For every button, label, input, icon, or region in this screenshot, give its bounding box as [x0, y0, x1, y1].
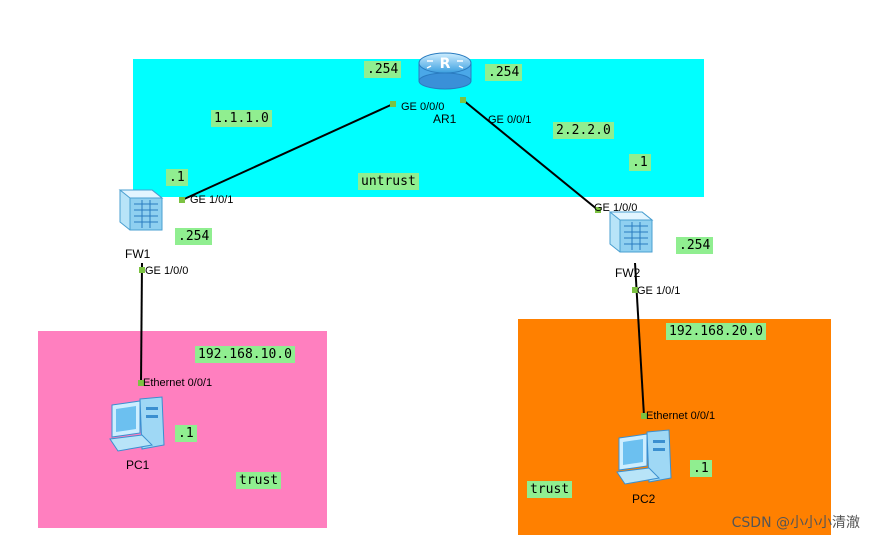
fw2-down-ip-tag: .254	[676, 237, 714, 254]
fw2-port-ge101: GE 1/0/1	[637, 285, 681, 297]
trust-label-left: trust	[236, 472, 282, 489]
port-dot	[179, 197, 185, 203]
svg-text:R: R	[440, 56, 451, 72]
watermark: CSDN @小小小清澈	[731, 515, 860, 531]
pc2-label: PC2	[632, 492, 656, 506]
ar1-label: AR1	[433, 112, 457, 126]
link-fw1-pc1	[140, 262, 143, 384]
untrust-label: untrust	[358, 173, 419, 190]
lan2-tag: 192.168.20.0	[666, 323, 766, 340]
pc1-port-eth: Ethernet 0/0/1	[143, 377, 213, 389]
fw1-port-ge100: GE 1/0/0	[145, 265, 189, 277]
port-dot	[139, 267, 145, 273]
network-tag-1: 1.1.1.0	[211, 110, 272, 127]
firewall-icon[interactable]	[602, 208, 654, 265]
ar1-port-ge000: GE 0/0/0	[401, 101, 445, 113]
fw1-up-ip-tag: .1	[166, 169, 188, 186]
pc2-port-eth: Ethernet 0/0/1	[646, 410, 716, 422]
ar1-port-ge001: GE 0/0/1	[488, 114, 532, 126]
port-dot	[138, 380, 144, 386]
fw2-port-ge100: GE 1/0/0	[594, 202, 638, 214]
port-dot	[632, 287, 638, 293]
network-tag-2: 2.2.2.0	[553, 122, 614, 139]
fw2-up-ip-tag: .1	[629, 154, 651, 171]
pc1-label: PC1	[126, 458, 150, 472]
fw1-port-ge101: GE 1/0/1	[190, 194, 234, 206]
port-dot	[460, 97, 466, 103]
router-icon[interactable]: R	[417, 51, 473, 96]
fw1-label: FW1	[125, 247, 151, 261]
pc-icon[interactable]	[106, 395, 170, 462]
port-dot	[595, 207, 601, 213]
trust-zone-right	[518, 319, 831, 535]
lan1-tag: 192.168.10.0	[195, 346, 295, 363]
pc1-ip-tag: .1	[175, 425, 197, 442]
pc-icon[interactable]	[613, 428, 677, 495]
ar1-right-ip-tag: .254	[485, 64, 523, 81]
trust-label-right: trust	[527, 481, 573, 498]
link-ar1-fw1	[181, 103, 394, 201]
link-ar1-fw2	[462, 99, 599, 211]
port-dot	[641, 413, 647, 419]
ar1-left-ip-tag: .254	[364, 61, 402, 78]
fw1-down-ip-tag: .254	[175, 228, 213, 245]
firewall-icon[interactable]	[112, 186, 164, 243]
port-dot	[390, 101, 396, 107]
fw2-label: FW2	[615, 266, 641, 280]
pc2-ip-tag: .1	[690, 460, 712, 477]
